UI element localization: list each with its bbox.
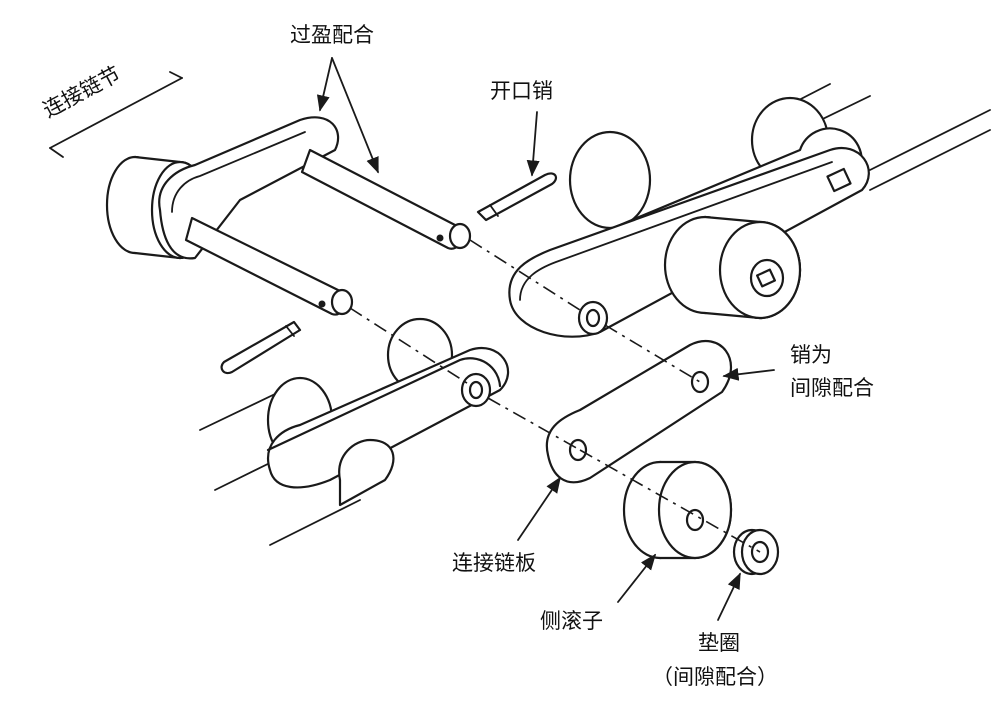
- cotter-pin-upper: [476, 172, 558, 222]
- label-washer: 垫圈: [698, 631, 740, 655]
- washer: [732, 528, 780, 576]
- center-lines: [349, 239, 761, 553]
- label-side-roller: 侧滚子: [540, 609, 603, 633]
- label-washer-note: （间隙配合）: [652, 665, 778, 689]
- label-interference-fit: 过盈配合: [290, 23, 374, 47]
- leader-lines: [49, 57, 775, 621]
- label-connecting-link: 连接链节: [39, 62, 124, 123]
- label-cotter-pin: 开口销: [490, 79, 553, 103]
- label-pin-clearance-1: 销为: [790, 343, 832, 367]
- side-roller: [622, 460, 733, 560]
- label-connecting-plate: 连接链板: [452, 551, 536, 575]
- connecting-plate: [545, 339, 733, 484]
- right-chain-section: [508, 83, 991, 338]
- connecting-link-assembly: [105, 116, 472, 316]
- label-pin-clearance-2: 间隙配合: [790, 376, 874, 400]
- lower-chain-section: [199, 317, 510, 546]
- cotter-pin-lower: [220, 320, 302, 375]
